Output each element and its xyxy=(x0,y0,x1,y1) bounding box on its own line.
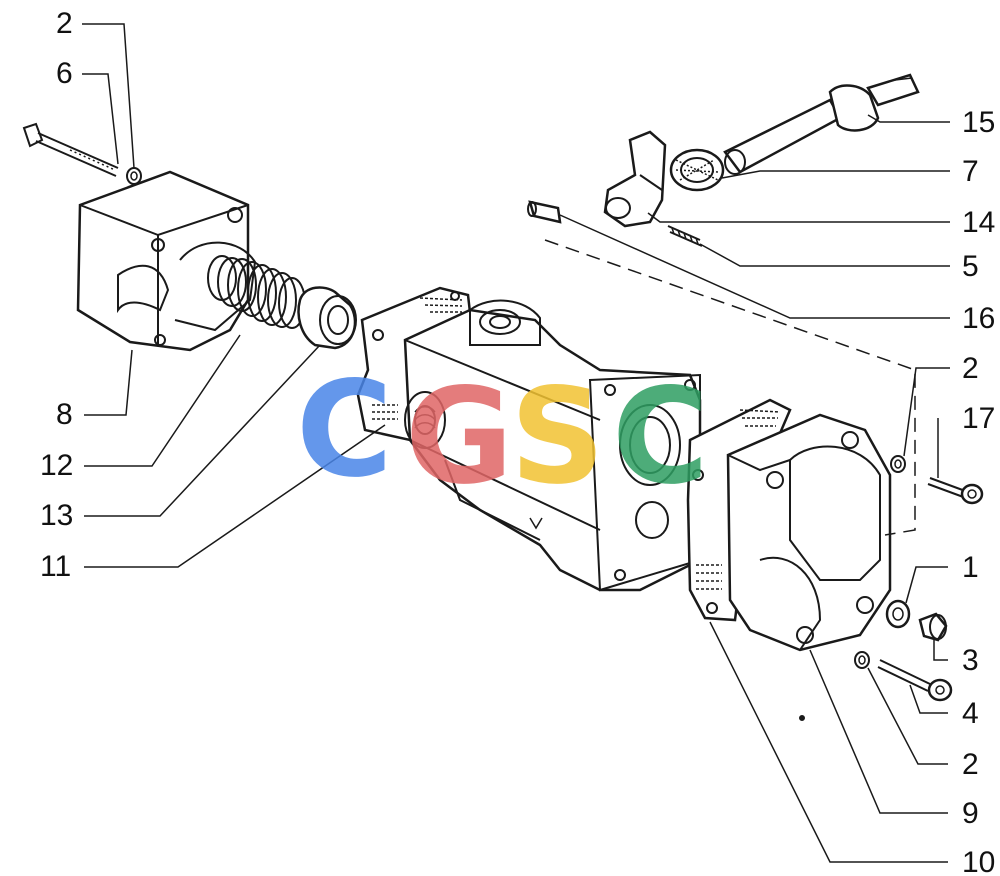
washer-2-right xyxy=(890,455,906,473)
plug-3 xyxy=(918,612,948,642)
part-label-10: 10 xyxy=(962,846,995,876)
part-label-9: 9 xyxy=(962,797,979,830)
washer-1 xyxy=(885,599,911,629)
part-label-8: 8 xyxy=(56,398,73,431)
svg-text:G: G xyxy=(405,360,513,514)
washer-2-lower xyxy=(854,651,870,669)
leader-lines xyxy=(82,23,950,863)
part-label-2-bottom: 2 xyxy=(962,748,979,781)
part-label-2-right: 2 xyxy=(962,352,979,385)
part-label-12: 12 xyxy=(40,449,73,482)
part-label-4: 4 xyxy=(962,697,979,730)
shaft xyxy=(723,73,920,175)
lever xyxy=(603,130,667,228)
bolt-17 xyxy=(927,477,984,505)
end-cover-right xyxy=(726,413,892,652)
end-housing-left xyxy=(76,170,257,352)
part-label-7: 7 xyxy=(962,155,979,188)
bolt-4 xyxy=(877,659,953,702)
part-label-16: 16 xyxy=(962,302,995,335)
bearing xyxy=(669,148,725,192)
central-valve-body xyxy=(403,299,702,592)
part-label-5: 5 xyxy=(962,250,979,283)
cylindrical-pin xyxy=(527,200,562,224)
svg-text:C: C xyxy=(612,360,709,514)
part-label-13: 13 xyxy=(40,499,73,532)
assembly-axis-lines xyxy=(544,239,916,536)
part-label-14: 14 xyxy=(962,206,995,239)
bolt-top-left xyxy=(22,122,142,185)
spring-cap xyxy=(297,286,357,350)
watermark: C G S C xyxy=(296,353,709,514)
part-label-17: 17 xyxy=(962,402,995,435)
svg-text:C: C xyxy=(296,353,393,507)
part-label-3: 3 xyxy=(962,644,979,677)
part-labels: 2 6 8 12 13 11 15 7 14 5 16 2 17 1 3 4 2… xyxy=(40,7,995,876)
part-label-2-top: 2 xyxy=(56,7,73,40)
part-label-6: 6 xyxy=(56,57,73,90)
stray-dot xyxy=(799,715,805,721)
spring-pin xyxy=(667,225,703,247)
part-label-11: 11 xyxy=(40,550,71,583)
part-label-15: 15 xyxy=(962,106,995,139)
part-label-1: 1 xyxy=(962,551,979,584)
svg-text:S: S xyxy=(510,360,605,514)
